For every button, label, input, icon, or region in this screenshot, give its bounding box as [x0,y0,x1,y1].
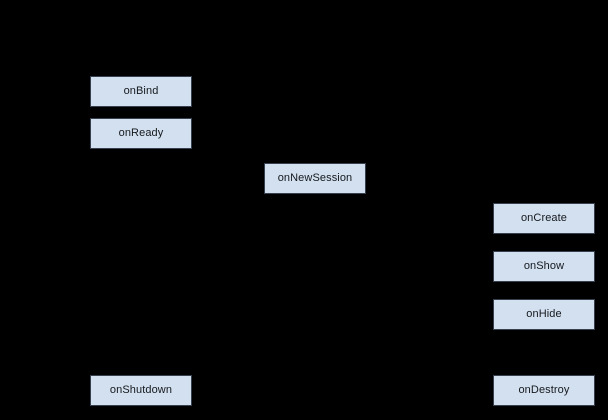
lifecycle-box-on-show[interactable]: onShow [493,251,595,282]
lifecycle-box-label: onShow [523,260,565,272]
lifecycle-box-on-destroy[interactable]: onDestroy [493,375,595,406]
lifecycle-box-on-create[interactable]: onCreate [493,203,595,234]
lifecycle-box-label: onHide [526,308,562,320]
lifecycle-box-label: onDestroy [518,384,570,396]
lifecycle-box-on-shutdown[interactable]: onShutdown [90,375,192,406]
lifecycle-box-on-hide[interactable]: onHide [493,299,595,330]
lifecycle-box-label: onShutdown [109,384,173,396]
lifecycle-box-on-bind[interactable]: onBind [90,76,192,107]
lifecycle-box-on-new-session[interactable]: onNewSession [264,163,366,194]
lifecycle-box-label: onNewSession [277,172,353,184]
lifecycle-box-label: onReady [118,127,164,139]
lifecycle-box-label: onCreate [520,212,568,224]
lifecycle-box-label: onBind [123,85,159,97]
lifecycle-box-on-ready[interactable]: onReady [90,118,192,149]
